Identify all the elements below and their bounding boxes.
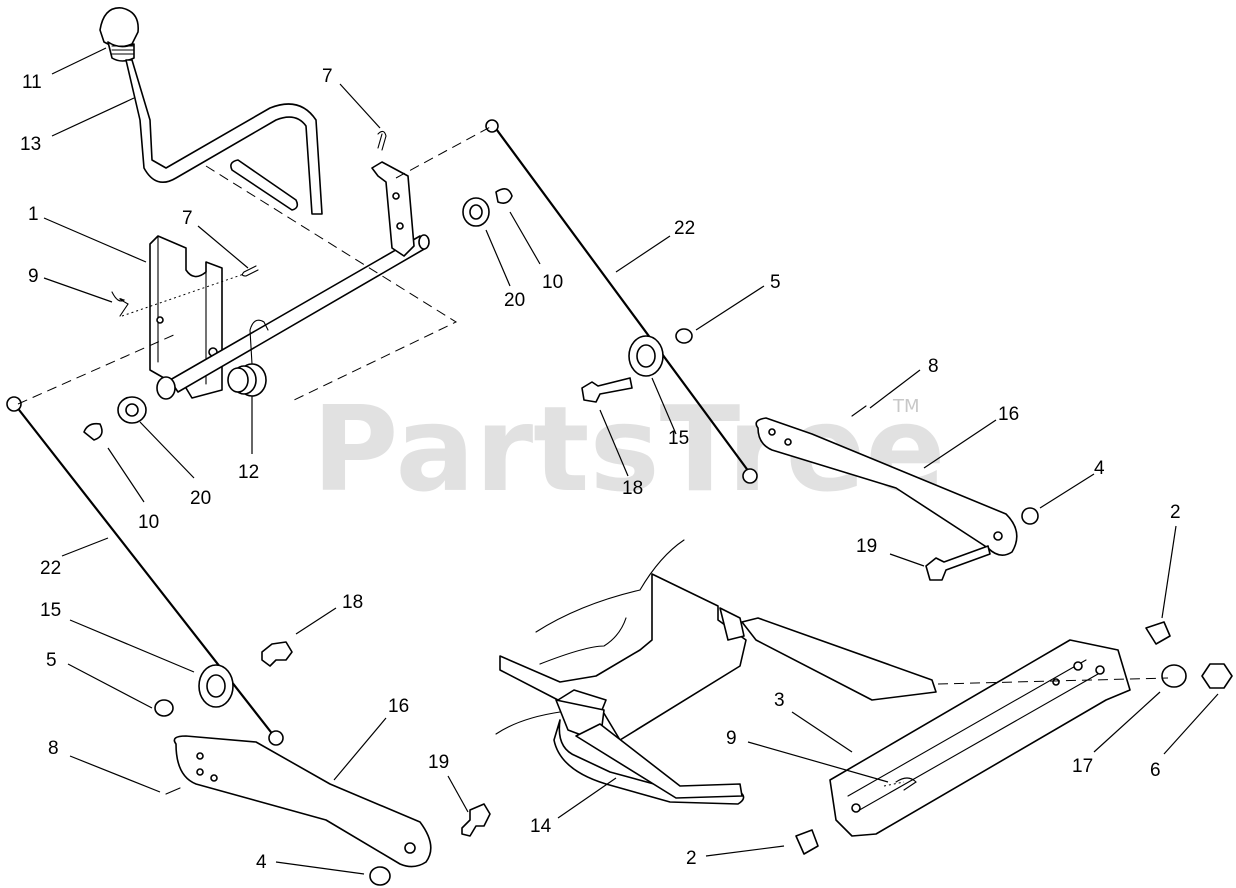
pin-8-bottom <box>165 787 181 795</box>
callout-16-top: 16 <box>998 404 1019 425</box>
shaft <box>156 234 430 400</box>
cotter-pin-7-top <box>377 130 387 151</box>
callouts: 11 13 7 1 7 9 22 10 20 5 8 16 15 18 4 12… <box>20 66 1181 873</box>
illustration <box>6 7 1233 886</box>
bolt-18-bottom <box>261 641 293 667</box>
callout-7-mid: 7 <box>182 208 193 229</box>
bolt-19-top <box>925 545 991 581</box>
callout-5-bottom: 5 <box>46 650 57 671</box>
bearing-15-bottom <box>198 664 234 708</box>
spacer-5-bottom <box>154 699 174 717</box>
callout-20-bottom: 20 <box>190 488 211 509</box>
spring-12 <box>227 319 269 397</box>
callout-18-top: 18 <box>622 478 643 499</box>
callout-19-top: 19 <box>856 536 877 557</box>
callout-22-bottom: 22 <box>40 558 61 579</box>
rod-22-top <box>492 124 754 478</box>
nut-20-bottom <box>117 396 147 424</box>
callout-22-top: 22 <box>674 218 695 239</box>
callout-4-bottom: 4 <box>256 852 267 873</box>
callout-11: 11 <box>22 72 42 93</box>
assembly-lines <box>17 125 1169 787</box>
callout-8-bottom: 8 <box>48 738 59 759</box>
bolt-19-bottom <box>461 803 491 837</box>
hairpin-9-right <box>895 777 917 791</box>
callout-15-bottom: 15 <box>40 600 61 621</box>
nut-4-bottom <box>369 866 391 886</box>
rod-14 <box>575 723 743 799</box>
callout-9-left: 9 <box>28 266 39 287</box>
bearing-15-top <box>628 335 664 377</box>
callout-16-bottom: 16 <box>388 696 409 717</box>
callout-19-bottom: 19 <box>428 752 449 773</box>
callout-18-bottom: 18 <box>342 592 363 613</box>
watermark-trademark: TM <box>892 396 920 417</box>
callout-3: 3 <box>774 690 785 711</box>
callout-14: 14 <box>530 816 552 837</box>
e-clip-10-bottom <box>83 422 103 441</box>
spacer-5-top <box>675 328 693 344</box>
callout-12: 12 <box>238 462 259 483</box>
callout-13: 13 <box>20 134 41 155</box>
bushing-2-top <box>1145 621 1171 645</box>
callout-6: 6 <box>1150 760 1161 781</box>
leaders <box>43 47 1219 875</box>
callout-8-top: 8 <box>928 356 939 377</box>
bracket-1 <box>149 235 223 399</box>
callout-4-top: 4 <box>1094 458 1105 479</box>
callout-7-top: 7 <box>322 66 333 87</box>
nut-20-top <box>462 197 490 227</box>
lift-bar-3 <box>829 639 1131 837</box>
callout-10-top: 10 <box>542 272 563 293</box>
nut-17 <box>1161 664 1187 688</box>
nut-4-top <box>1021 507 1039 525</box>
cotter-pin-7-mid <box>241 265 259 277</box>
bushing-2-bottom <box>795 829 819 855</box>
callout-2-top: 2 <box>1170 502 1181 523</box>
e-clip-10-top <box>495 188 513 204</box>
callout-20-top: 20 <box>504 290 525 311</box>
callout-5-top: 5 <box>770 272 781 293</box>
callout-2-bottom: 2 <box>686 848 697 869</box>
pin-8-top <box>851 405 867 417</box>
callout-1: 1 <box>28 204 39 225</box>
lift-handle-13 <box>125 59 323 215</box>
bolt-18-top <box>581 377 633 403</box>
hairpin-9 <box>111 291 129 317</box>
lift-link-16-top <box>755 417 1018 556</box>
callout-10-bottom: 10 <box>138 512 159 533</box>
knob-11 <box>99 7 139 62</box>
callout-9-right: 9 <box>726 728 737 749</box>
lift-link-16-bottom <box>173 735 432 868</box>
arm-bracket <box>371 161 415 257</box>
callout-17: 17 <box>1072 756 1093 777</box>
locknut-6 <box>1201 663 1233 689</box>
callout-15-top: 15 <box>668 428 689 449</box>
